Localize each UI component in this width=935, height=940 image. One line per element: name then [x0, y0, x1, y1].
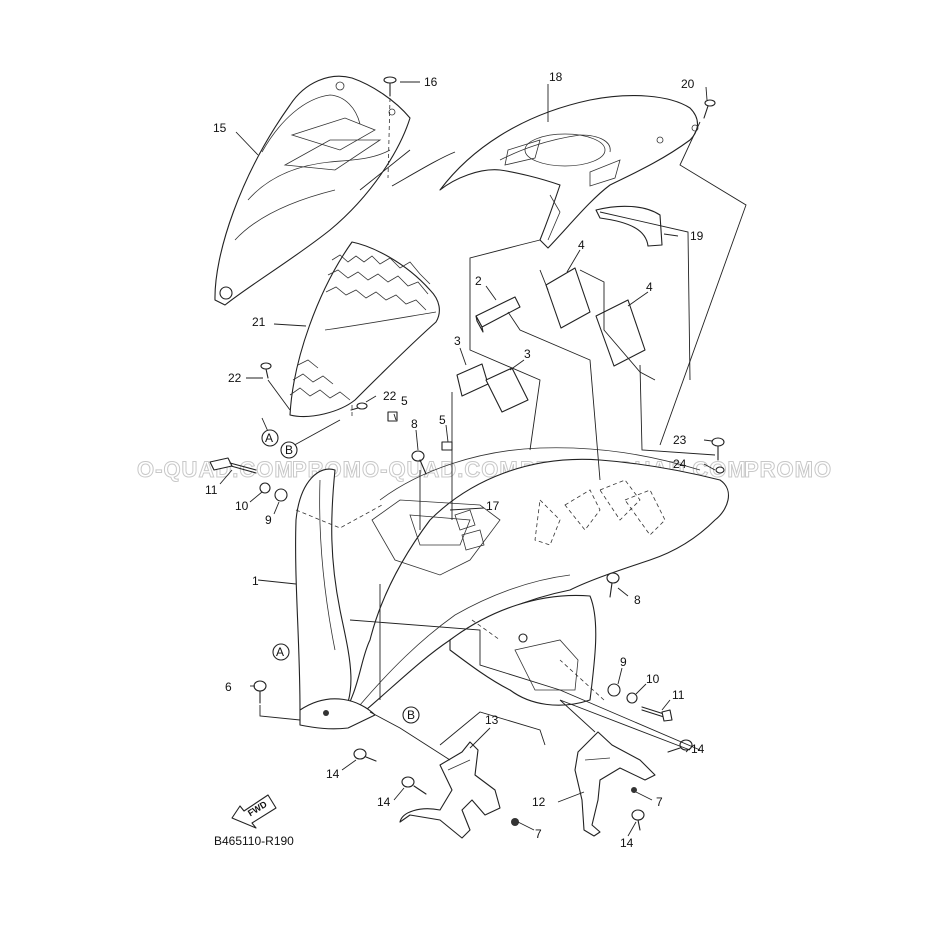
callout-5a: 5 [401, 394, 408, 408]
callout-7b: 7 [535, 827, 542, 841]
screw-part-20 [703, 99, 716, 119]
watermark: O-QUAD.COM PROMO-QUAD.COM PROMO-QUAD.COM… [137, 457, 832, 483]
callout-6: 6 [225, 680, 232, 694]
svg-text:PROMO: PROMO [744, 457, 832, 482]
callout-13: 13 [485, 713, 499, 727]
callouts: 15 16 18 20 19 21 2 3 3 4 4 22 22 5 5 8 … [205, 70, 705, 850]
rear-panel-part-18 [439, 95, 699, 249]
callout-24: 24 [673, 457, 687, 471]
callout-9b: 9 [620, 655, 627, 669]
callout-14d: 14 [620, 836, 634, 850]
fwd-arrow-icon: FWD [231, 794, 277, 829]
callout-9a: 9 [265, 513, 272, 527]
screw-part-16 [383, 76, 397, 179]
grille-part-21 [289, 241, 440, 418]
screw-part-22 [260, 362, 368, 411]
callout-2: 2 [475, 274, 482, 288]
callout-11a: 11 [205, 483, 218, 497]
ref-b-bottom: B [407, 708, 415, 722]
callout-22a: 22 [228, 371, 242, 385]
bolt-part-23-24 [711, 437, 725, 474]
callout-14c: 14 [377, 795, 391, 809]
callout-4b: 4 [646, 280, 653, 294]
callout-16: 16 [424, 75, 438, 89]
callout-14b: 14 [326, 767, 340, 781]
callout-19: 19 [690, 229, 704, 243]
front-lower-fender [299, 594, 597, 730]
ref-b-top: B [285, 443, 293, 457]
callout-22b: 22 [383, 389, 397, 403]
clip-part-17 [454, 509, 485, 551]
ref-a-bottom: A [276, 645, 284, 659]
callout-14a: 14 [691, 742, 705, 756]
callout-8a: 8 [411, 417, 418, 431]
callout-23: 23 [673, 433, 687, 447]
assembly-lines [259, 121, 747, 761]
callout-10b: 10 [646, 672, 660, 686]
callout-20: 20 [681, 77, 695, 91]
callout-8b: 8 [634, 593, 641, 607]
front-fender-part-1 [295, 447, 729, 723]
front-cover-part-15 [214, 75, 411, 306]
callout-21: 21 [252, 315, 266, 329]
bolt-part-8 [411, 450, 620, 598]
callout-1: 1 [252, 574, 259, 588]
reference-markers: A B A B [261, 429, 420, 724]
callout-5b: 5 [439, 413, 446, 427]
leader-lines [219, 81, 716, 837]
callout-4a: 4 [578, 238, 585, 252]
bracket-part-12 [574, 731, 656, 837]
pads-parts-2-3-4 [456, 267, 646, 413]
callout-3b: 3 [524, 347, 531, 361]
callout-15: 15 [213, 121, 227, 135]
callout-18: 18 [549, 70, 563, 84]
bolt-part-6 [253, 680, 267, 704]
callout-10a: 10 [235, 499, 249, 513]
bracket-part-13 [399, 741, 519, 839]
callout-17: 17 [486, 499, 500, 513]
callout-7a: 7 [656, 795, 663, 809]
strip-part-19 [595, 205, 663, 247]
diagram-code: B465110-R190 [214, 834, 294, 848]
callout-3a: 3 [454, 334, 461, 348]
bolt-set-left [209, 457, 288, 502]
ref-a-top: A [265, 431, 273, 445]
callout-11b: 11 [672, 688, 685, 702]
bolt-set-right [607, 683, 673, 722]
grille-mesh [289, 254, 431, 401]
callout-12: 12 [532, 795, 546, 809]
